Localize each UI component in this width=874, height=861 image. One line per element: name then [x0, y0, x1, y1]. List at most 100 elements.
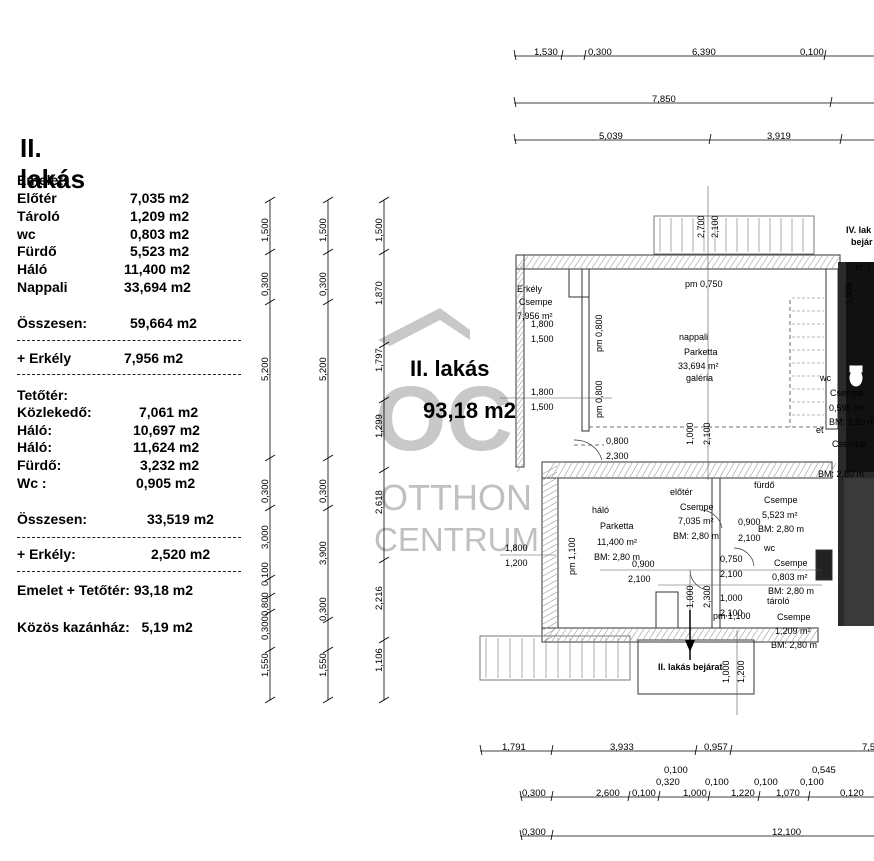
wall-hatch	[767, 628, 777, 642]
wall-hatch	[542, 525, 558, 535]
wall-hatch	[623, 462, 633, 478]
plan-label: 1,800	[531, 319, 554, 329]
dimension-tick	[378, 636, 390, 644]
dim-text: 0,100	[800, 47, 824, 58]
dim-text: 0,300	[260, 616, 271, 640]
legend-row-value: 3,232 m2	[140, 457, 200, 473]
wall-hatch	[623, 628, 633, 642]
room-name-eloter: előtér	[670, 487, 693, 497]
plan-label: 2,100	[738, 533, 761, 543]
apartment-title: II. lakás	[410, 356, 490, 381]
room-bm-furdo: BM: 2,80 m	[758, 524, 804, 534]
room-area-erkely: 7,956 m²	[517, 311, 553, 321]
wall-hatch	[516, 337, 524, 347]
room-labels: Erkély Csempe 7,956 m² nappali Parketta …	[517, 284, 817, 650]
wall-hatch	[789, 255, 799, 269]
dimension-tick	[378, 341, 390, 349]
room-name-tarolo: tároló	[767, 596, 790, 606]
plan-label: 1,500	[531, 402, 554, 412]
plan-label: 1,000	[721, 660, 731, 683]
erkely2-value: 2,520 m2	[151, 546, 211, 562]
room-area-wc: 0,803 m²	[772, 572, 808, 582]
wall-hatch	[516, 385, 524, 395]
wall-hatch	[731, 462, 741, 478]
wall-hatch	[542, 495, 558, 505]
wall-hatch	[542, 579, 558, 589]
top-dimension-texts: 1,530 0,300 6,390 0,100 7,850 5,039 3,91…	[534, 47, 824, 142]
kazan-line: Közös kazánház: 5,19 m2	[17, 619, 193, 635]
wall-hatch	[516, 403, 524, 413]
wall-hatch	[516, 445, 524, 455]
wall-hatch	[557, 462, 567, 478]
plan-label: 1,800	[505, 543, 528, 553]
wall-hatch	[542, 567, 558, 577]
room-name-nappali: nappali	[679, 332, 708, 342]
wall-hatch	[542, 471, 558, 481]
dim-text: 0,300	[260, 479, 271, 503]
wall-hatch	[516, 379, 524, 389]
dim-text: 1,550	[260, 653, 271, 677]
dim-text: 3,933	[610, 742, 634, 753]
wall-hatch	[516, 271, 524, 281]
dim-text: 0,120	[840, 788, 864, 799]
plan-label: pm 1,100	[713, 611, 751, 621]
wall-hatch	[803, 462, 813, 478]
neighbor-fragment: BM: 2,80 m	[818, 469, 864, 479]
plan-label: 1,000	[685, 422, 695, 445]
plan-measurement-labels: pm 0,750 pm 0,800 pm 0,800 pm 1,100 pm 1…	[505, 215, 761, 683]
wall-hatch	[549, 255, 559, 269]
plan-label: 1,800	[531, 387, 554, 397]
wall-hatch	[713, 462, 723, 478]
wall-hatching	[516, 255, 841, 643]
wall-hatch	[807, 255, 817, 269]
dim-text: 5,039	[599, 131, 623, 142]
dimension-tick	[322, 696, 334, 704]
entrance-arrow	[685, 610, 695, 660]
wall-hatch	[701, 628, 711, 642]
wall-hatch	[725, 628, 735, 642]
wall-hatch	[542, 585, 558, 595]
wall-hatch	[671, 462, 681, 478]
dimension-tick	[322, 196, 334, 204]
wall-hatch	[516, 373, 524, 383]
dimension-tick	[378, 556, 390, 564]
wall-hatch	[753, 255, 763, 269]
wall-hatch	[587, 462, 597, 478]
legend-row-label: Háló	[17, 261, 48, 277]
dim-text: 7,5	[862, 742, 874, 753]
top-dimension-lines	[513, 49, 874, 145]
plan-label: 2,300	[702, 585, 712, 608]
wall-hatch	[791, 462, 801, 478]
dim-text: 0,300	[522, 788, 546, 799]
wall-hatch	[516, 331, 524, 341]
wall-hatch	[749, 462, 759, 478]
plan-label: 2,100	[702, 422, 712, 445]
wall-hatch	[695, 628, 705, 642]
emelet-heading: Emelet:	[17, 172, 68, 188]
wall-hatch	[543, 255, 553, 269]
wall-hatch	[797, 462, 807, 478]
room-floor-tarolo: Csempe	[777, 612, 811, 622]
wall-hatch	[542, 609, 558, 619]
neighbor-labels: IV. lak bejár wc Csempe 0,595 m² BM: 2,8…	[816, 225, 874, 479]
dim-text: 1,070	[776, 788, 800, 799]
room-name-erkely: Erkély	[517, 284, 543, 294]
wall-hatch	[609, 255, 619, 269]
wall-hatch	[516, 319, 524, 329]
neighbor-fragment: et	[816, 425, 824, 435]
plan-label: 0,800	[606, 436, 629, 446]
wall-hatch	[516, 463, 524, 473]
wall-hatch	[779, 462, 789, 478]
gallery-dashed-lines	[574, 300, 826, 446]
dimension-tick	[378, 696, 390, 704]
door-swings	[573, 439, 755, 591]
dim-text: 0,320	[656, 777, 680, 788]
wall-hatch	[519, 255, 529, 269]
dimension-tick	[264, 608, 276, 616]
wall-hatch	[653, 628, 663, 642]
wall-hatch	[651, 255, 661, 269]
erkely-label: + Erkély	[17, 350, 72, 366]
wall-hatch	[557, 628, 567, 642]
wall-hatch	[735, 255, 745, 269]
dim-text: 0,800	[260, 592, 271, 616]
